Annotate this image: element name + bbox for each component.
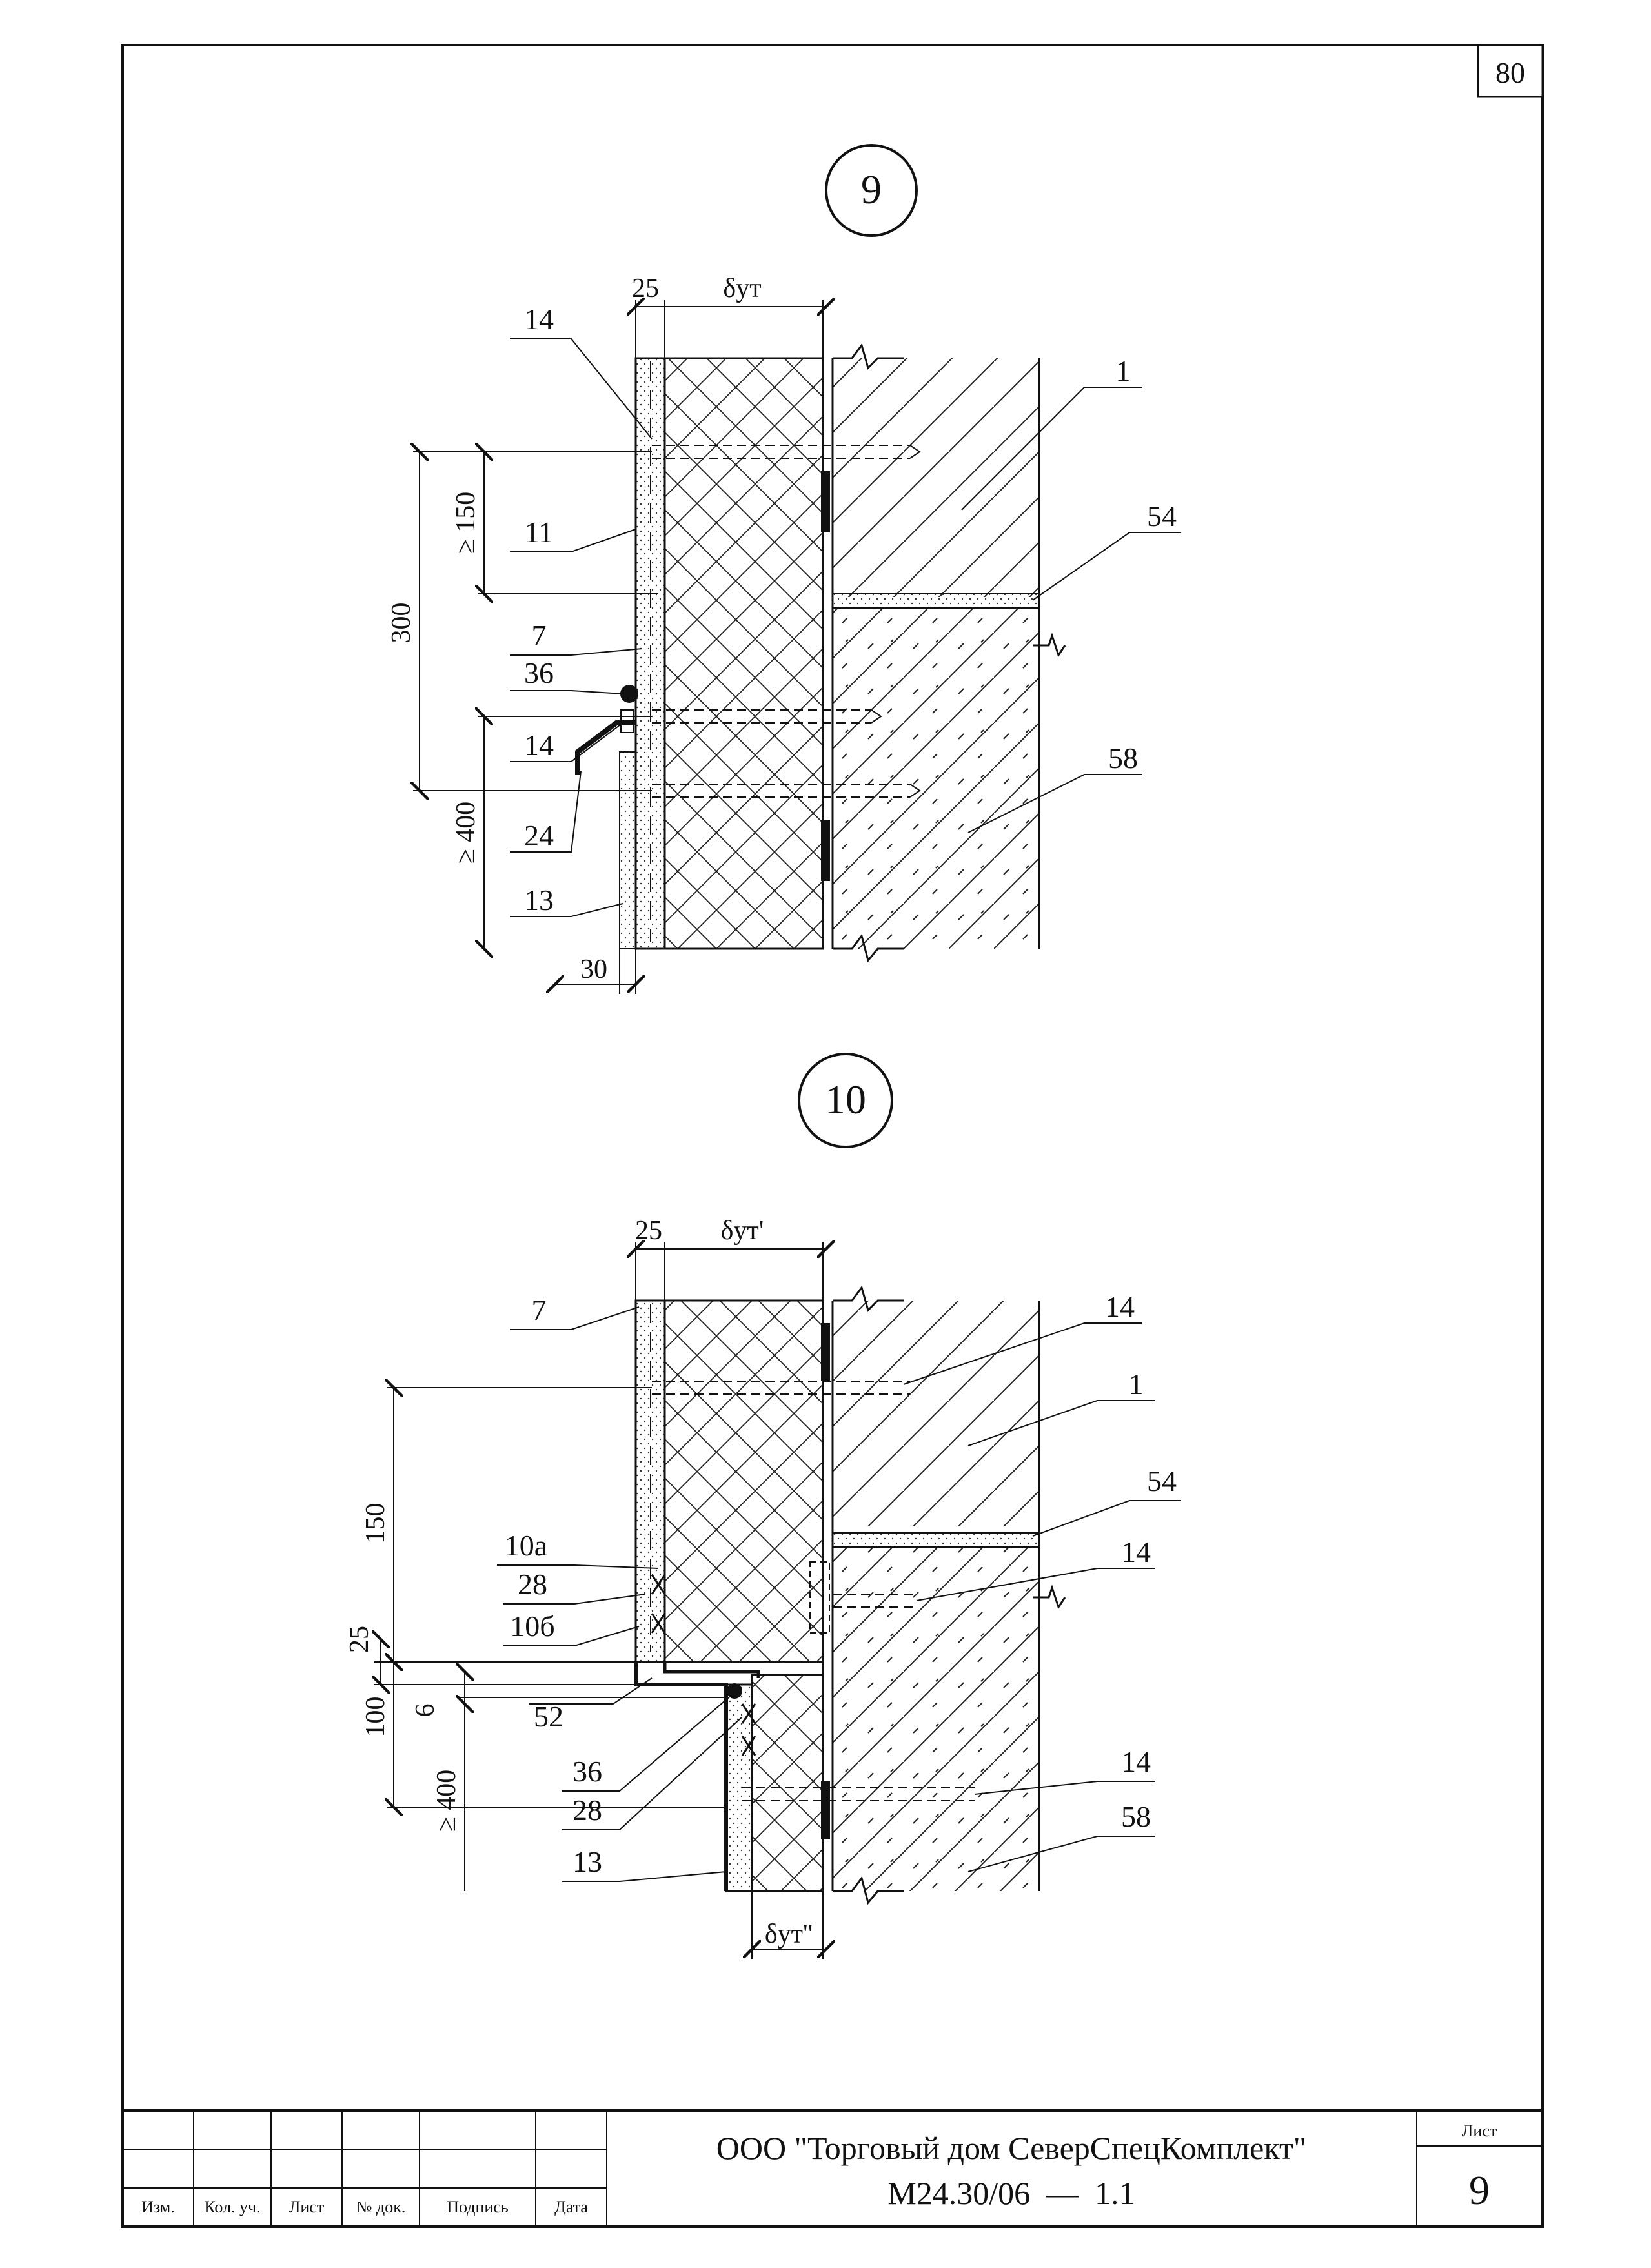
- brick-wall: [833, 358, 1039, 597]
- detail-10-marker: [798, 1053, 893, 1148]
- callout-9-11: 11: [525, 516, 553, 549]
- dim-10-plaster: 25: [635, 1216, 662, 1246]
- callout-10-10a: 10а: [505, 1529, 547, 1562]
- callout-10-10b: 10б: [510, 1610, 554, 1643]
- callout-10-13: 13: [572, 1845, 602, 1878]
- insulation-10-upper: [663, 1299, 824, 1663]
- tb-col-sign: Подпись: [447, 2198, 509, 2216]
- tb-doc-code: М24.30/06 — 1.1: [887, 2175, 1135, 2211]
- title-block: Изм. Кол. уч. Лист № док. Подпись Дата О…: [121, 2109, 1544, 2228]
- callout-10-28b: 28: [572, 1794, 602, 1827]
- dim-10-lap: 150: [361, 1503, 390, 1544]
- tb-col-izm: Изм.: [141, 2198, 175, 2216]
- dim-9-insulation: δут: [723, 274, 761, 303]
- concrete-wall-10: [833, 1546, 1039, 1891]
- callout-9-13: 13: [524, 884, 554, 916]
- callout-10-58: 58: [1121, 1800, 1151, 1833]
- tb-col-list: Лист: [289, 2198, 324, 2216]
- dim-9-offset: 30: [580, 955, 607, 984]
- callout-10-1: 1: [1129, 1368, 1144, 1401]
- callout-10-54: 54: [1147, 1464, 1177, 1497]
- mortar-joint: [832, 593, 1040, 609]
- callout-9-1: 1: [1116, 354, 1131, 387]
- callout-10-7: 7: [532, 1293, 547, 1326]
- callout-10-36: 36: [572, 1755, 602, 1788]
- dim-9-spacing: 300: [387, 603, 416, 643]
- callout-10-28a: 28: [518, 1568, 547, 1601]
- tb-col-kolvo: Кол. уч.: [204, 2198, 260, 2216]
- brick-wall-10: [833, 1301, 1039, 1526]
- tb-col-date: Дата: [554, 2198, 588, 2216]
- tb-sheet-label: Лист: [1462, 2121, 1497, 2140]
- page-number-box: 80: [1477, 44, 1544, 98]
- callout-9-58: 58: [1108, 742, 1138, 775]
- dim-9-skirt: ≥ 400: [451, 802, 481, 864]
- callout-9-36: 36: [524, 656, 554, 689]
- dim-10-drop: 100: [361, 1697, 390, 1737]
- callout-9-24: 24: [524, 819, 554, 852]
- callout-9-14a: 14: [524, 303, 554, 336]
- dim-9-plaster: 25: [632, 274, 659, 303]
- dim-9-lap: ≥ 150: [451, 492, 481, 554]
- detail-9: 9: [387, 144, 1181, 994]
- callout-10-52: 52: [534, 1700, 563, 1733]
- detail-10: 10: [345, 1053, 1181, 1959]
- callout-10-14b: 14: [1121, 1535, 1151, 1568]
- dim-10-step: 25: [345, 1626, 374, 1653]
- tb-company: ООО "Торговый дом СеверСпецКомплект": [716, 2130, 1306, 2166]
- insulation-10-lower: [751, 1674, 824, 1892]
- dim-10-gap: 6: [410, 1704, 440, 1717]
- dim-10-insulation-lower: δут'': [765, 1919, 813, 1949]
- tb-col-doc: № док.: [356, 2198, 406, 2216]
- callout-10-14c: 14: [1121, 1745, 1151, 1778]
- concrete-wall: [833, 607, 1039, 949]
- callout-10-14a: 14: [1105, 1290, 1135, 1323]
- callout-9-7: 7: [532, 619, 547, 652]
- dim-10-skirt: ≥ 400: [432, 1770, 461, 1832]
- dim-10-insulation-upper: δут': [721, 1216, 764, 1246]
- page-number: 80: [1495, 56, 1525, 89]
- tb-sheet-number: 9: [1469, 2167, 1490, 2213]
- callout-9-14b: 14: [524, 729, 554, 762]
- detail-9-marker: [825, 144, 918, 237]
- detail-9-number: 9: [861, 167, 882, 212]
- callout-9-54: 54: [1147, 500, 1177, 532]
- detail-10-number: 10: [825, 1077, 866, 1122]
- insulation-9: [663, 357, 824, 950]
